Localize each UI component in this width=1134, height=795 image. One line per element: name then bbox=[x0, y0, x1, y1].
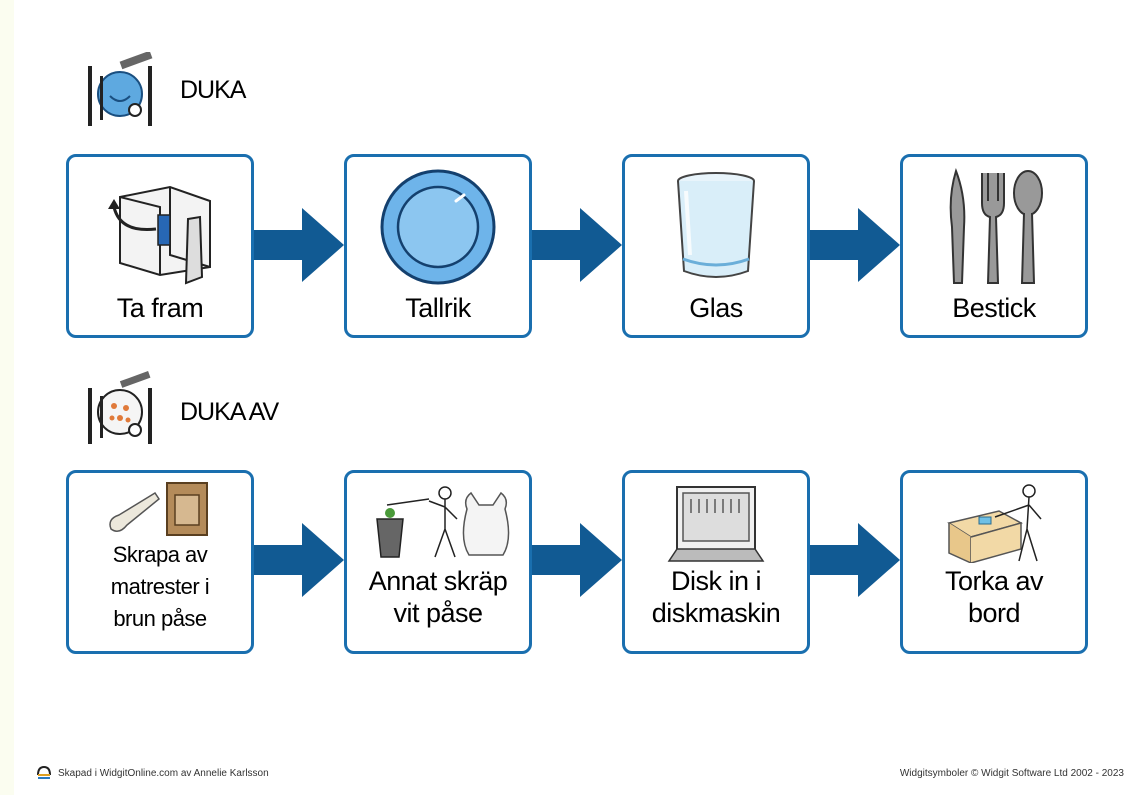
widgit-logo-icon bbox=[37, 765, 51, 779]
step-card-bestick: Bestick bbox=[900, 154, 1088, 338]
footer-copyright: Widgitsymboler © Widgit Software Ltd 200… bbox=[899, 768, 1124, 779]
clear-table-icon bbox=[88, 371, 152, 444]
step-card-tallrik: Tallrik bbox=[344, 154, 532, 338]
step-label: Bestick bbox=[952, 293, 1036, 323]
footer-credit: Skapad i WidgitOnline.com av Annelie Kar… bbox=[58, 768, 269, 779]
arrow-right-icon bbox=[810, 523, 900, 597]
section-title: DUKA bbox=[180, 76, 246, 104]
arrow-right-icon bbox=[810, 208, 900, 282]
step-card-torka: Torka av bord bbox=[900, 470, 1088, 654]
step-label: Skrapa av matrester i brun påse bbox=[110, 542, 210, 631]
step-label: Torka av bord bbox=[944, 566, 1044, 628]
step-card-ta-fram: Ta fram bbox=[66, 154, 254, 338]
trash-bag-icon bbox=[376, 486, 510, 558]
step-card-skrapa: Skrapa av matrester i brun påse bbox=[66, 470, 254, 654]
section-header-duka: DUKA bbox=[80, 52, 380, 132]
dishwasher-icon bbox=[667, 486, 765, 562]
cutlery-icon bbox=[949, 167, 1043, 284]
step-card-glas: Glas bbox=[622, 154, 810, 338]
section-title: DUKA AV bbox=[180, 398, 279, 426]
arrow-right-icon bbox=[532, 208, 622, 282]
step-card-annat-skrap: Annat skräp vit påse bbox=[344, 470, 532, 654]
step-label: Tallrik bbox=[405, 293, 471, 323]
section-header-duka-av: DUKA AV bbox=[80, 370, 380, 450]
cupboard-icon bbox=[108, 185, 211, 285]
step-label: Ta fram bbox=[116, 293, 204, 323]
step-label: Disk in i diskmaskin bbox=[651, 566, 781, 628]
arrow-right-icon bbox=[254, 208, 344, 282]
step-label: Glas bbox=[689, 293, 743, 323]
wipe-table-icon bbox=[947, 484, 1042, 563]
set-table-icon bbox=[88, 52, 153, 126]
scrape-food-icon bbox=[109, 482, 208, 536]
step-label: Annat skräp vit påse bbox=[368, 566, 508, 628]
page: DUKA Ta fram Tallrik bbox=[14, 0, 1134, 795]
plate-icon bbox=[380, 169, 496, 285]
step-card-disk: Disk in i diskmaskin bbox=[622, 470, 810, 654]
arrow-right-icon bbox=[532, 523, 622, 597]
glass-icon bbox=[677, 172, 755, 278]
arrow-right-icon bbox=[254, 523, 344, 597]
